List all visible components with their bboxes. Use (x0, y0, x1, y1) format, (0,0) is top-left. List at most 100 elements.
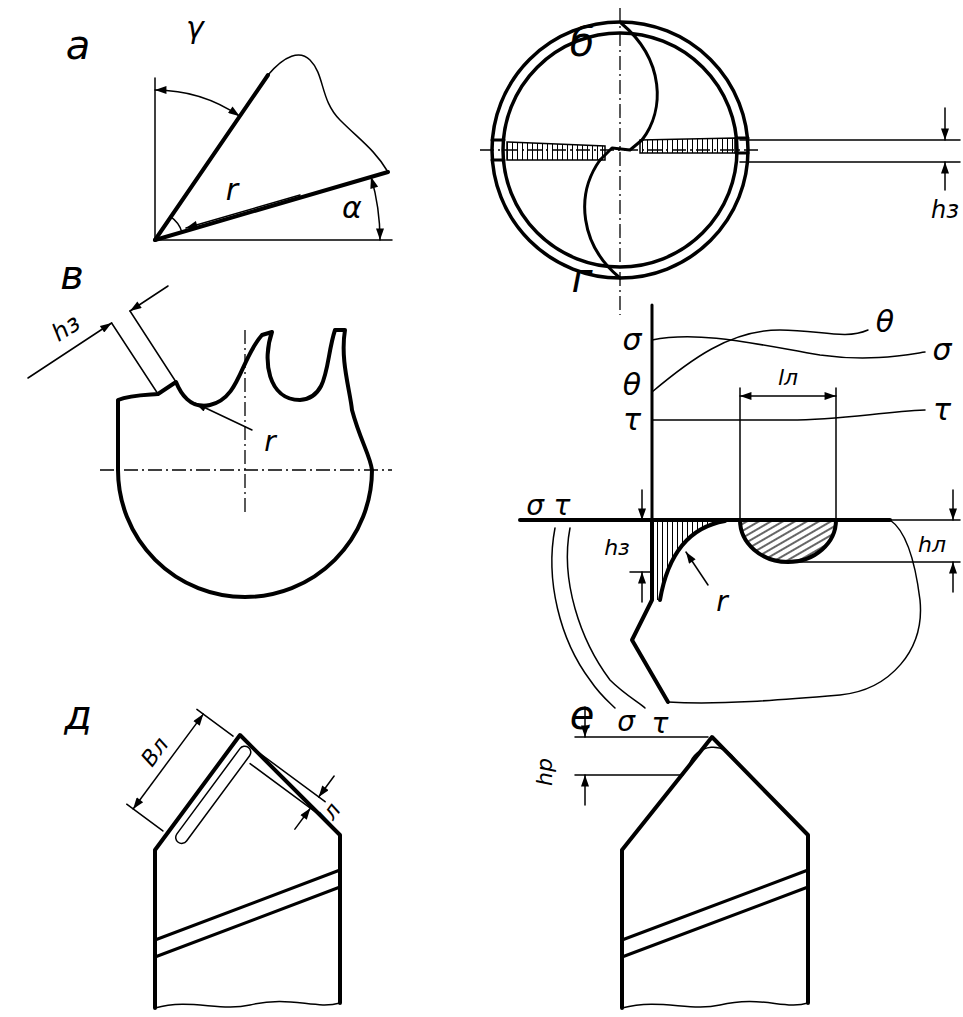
tooth-section-path (118, 330, 372, 597)
stress-diagram-path (567, 528, 645, 708)
stress-diagram-line (890, 519, 960, 521)
panel-letter: в (60, 255, 84, 295)
angle-sketch-line (154, 78, 156, 240)
drill-groove-view-g-line (133, 714, 203, 809)
drill-end-view-path (600, 140, 642, 160)
stress-symbol: τ (623, 405, 641, 435)
angle-sketch-line (186, 195, 300, 228)
drill-end-view-line (944, 108, 946, 140)
drill-tip-view-path (689, 747, 736, 766)
angle-sketch (155, 55, 392, 240)
stress-symbol: τ (933, 395, 951, 425)
temperature-symbol: θ (876, 307, 894, 337)
drill-end-view-path (640, 138, 735, 153)
stress-diagram-path (652, 337, 925, 358)
drill-end-view-path (621, 23, 657, 140)
tooth-section-line (100, 469, 392, 470)
drill-tip-view-line (584, 775, 586, 805)
drill-end-view-circle (503, 33, 737, 267)
drill-tip-view-path (622, 737, 808, 1008)
drill-end-view (480, 8, 960, 315)
stress-diagram-path (660, 521, 725, 600)
drill-end-view-line (492, 139, 504, 142)
radius-label: r (716, 588, 728, 616)
stress-symbol: σ (622, 325, 641, 355)
angle-symbol: γ (186, 13, 204, 43)
angle-symbol: α (342, 193, 362, 223)
temperature-symbol: θ (623, 370, 641, 400)
drill-groove-view-g-line (319, 776, 334, 797)
drill-groove-view-path (155, 1001, 340, 1008)
stress-diagram-line (686, 552, 708, 585)
tooth-section-line (195, 403, 252, 430)
drill-end-view-line (492, 159, 504, 162)
radius-label: r (226, 175, 238, 205)
stress-symbol: σ (932, 335, 951, 365)
drill-groove-view-path (155, 735, 340, 1008)
stress-diagram-line (952, 490, 954, 520)
drill-end-view-line (619, 8, 620, 315)
tooth-section (28, 286, 392, 597)
dimension-label: hз (931, 198, 959, 222)
panel-letter: а (66, 25, 91, 65)
drill-end-view-line (740, 161, 960, 163)
tooth-section-line (244, 330, 245, 515)
drill-end-view-line (736, 152, 748, 155)
dimension-label: lл (315, 799, 345, 828)
tooth-section-line (130, 286, 168, 311)
drill-end-view-line (740, 139, 960, 141)
stress-diagram-path (668, 520, 920, 703)
stress-symbol: τ (554, 492, 571, 520)
angle-sketch-path (268, 55, 388, 172)
drill-groove-view-g-rect (173, 744, 253, 846)
dimension-label: hл (918, 534, 946, 556)
drill-tip-view-line (622, 870, 808, 940)
stress-diagram (520, 305, 960, 708)
stress-diagram-path (652, 330, 868, 392)
angle-sketch-path (371, 177, 380, 240)
drill-end-view-path (507, 142, 605, 160)
stress-diagram-line (739, 388, 741, 518)
drill-end-view-line (944, 162, 946, 190)
stress-diagram-line (641, 572, 643, 602)
stress-diagram-line (630, 571, 652, 573)
dimension-label: lл (778, 367, 798, 389)
stress-diagram-path (652, 520, 725, 600)
stress-diagram-line (740, 395, 836, 397)
stress-diagram-path (652, 410, 925, 420)
stress-symbol: σ (617, 708, 635, 736)
stress-diagram-line (651, 305, 654, 520)
stress-diagram-line (641, 490, 643, 520)
drill-groove-view-g-line (295, 808, 310, 829)
drill-groove-view-g-line (127, 804, 163, 831)
panel-letter: д (64, 695, 92, 735)
drill-groove-view (127, 687, 341, 1008)
radius-label: r (264, 428, 276, 456)
angle-sketch-path (171, 217, 182, 232)
drill-groove-view-g-line (197, 709, 233, 736)
stress-diagram-line (952, 562, 954, 592)
stress-diagram-path (740, 520, 836, 562)
angle-sketch-line (155, 75, 268, 240)
drill-tip-view-path (622, 1001, 808, 1008)
panel-letter: г (571, 258, 592, 298)
drill-groove-view-line (155, 887, 340, 957)
dimension-label: hр (534, 758, 556, 786)
drill-tip-view-line (575, 774, 683, 776)
tooth-section-line (112, 323, 158, 394)
stress-diagram-line (835, 388, 837, 518)
drill-tip-view-line (575, 736, 708, 738)
dimension-label: hз (48, 310, 85, 345)
stress-symbol: σ (526, 492, 544, 520)
dimension-label: hз (604, 537, 630, 559)
angle-sketch-line (155, 239, 392, 241)
stress-diagram-path (632, 520, 668, 702)
stress-diagram-line (790, 561, 960, 563)
drill-groove-view-g-line (258, 752, 325, 801)
drill-groove-view-g (127, 687, 341, 898)
drill-groove-view-line (155, 870, 340, 940)
panel-letter: б (570, 22, 595, 62)
